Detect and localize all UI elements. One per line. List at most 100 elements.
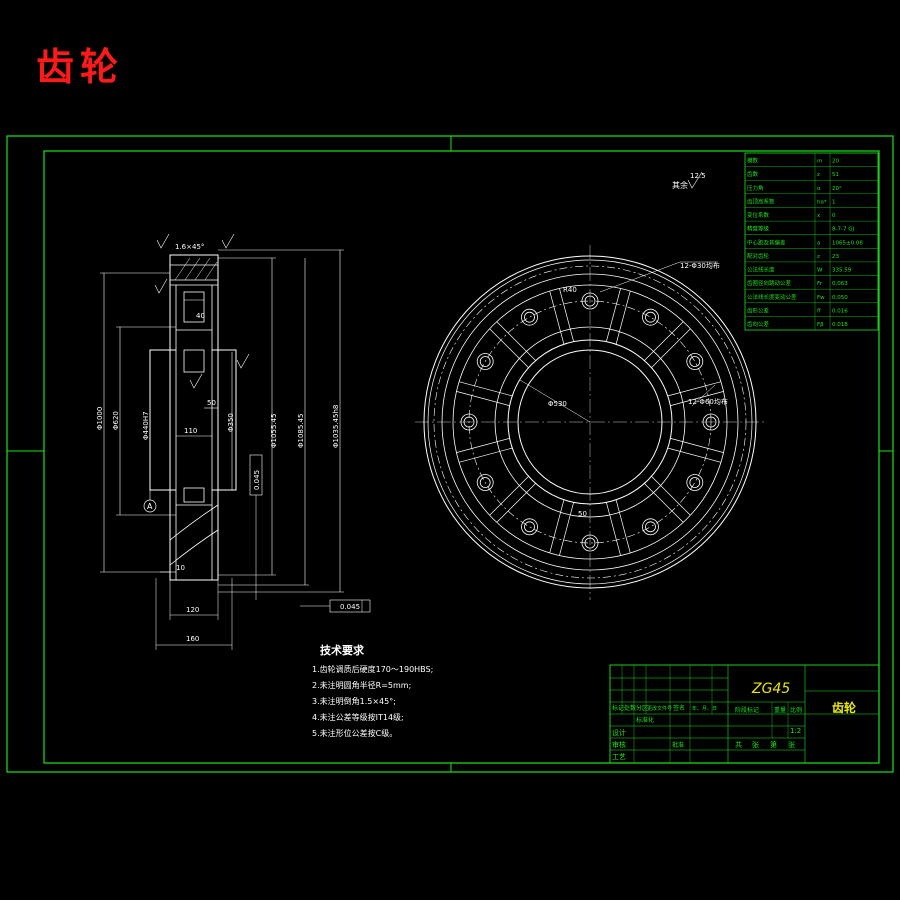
- bolt-hole: [642, 308, 659, 326]
- hdr-date: 年、月、日: [692, 705, 717, 712]
- sheet-3: 第: [770, 740, 777, 749]
- spokes: [456, 288, 724, 556]
- dim-40: 40: [196, 312, 205, 320]
- material-label: ZG45: [751, 681, 790, 697]
- spoke-edge: [549, 499, 565, 554]
- spoke-edge: [651, 476, 691, 516]
- param-cell: 压力角: [747, 184, 764, 192]
- bolt-hole: [524, 521, 535, 533]
- dim-d440: Φ440H7: [142, 411, 150, 440]
- bolt-hole: [689, 477, 701, 488]
- param-cell: 齿数: [747, 170, 759, 178]
- dim-front-50: 50: [578, 510, 587, 518]
- dim-160: 160: [186, 635, 199, 643]
- spoke-edge: [559, 288, 574, 342]
- holes-note-1: 12-Φ30均布: [680, 261, 720, 270]
- bolt-hole: [686, 353, 704, 370]
- stage-label: 阶段标记: [735, 706, 759, 714]
- param-cell: 1065±0.08: [832, 240, 863, 246]
- tol-2: 0.045: [340, 603, 360, 611]
- param-cell: 0.050: [832, 295, 848, 301]
- scale-label: 比例: [790, 706, 802, 714]
- param-cell: 变位系数: [747, 211, 770, 219]
- section-view: A 0.045 0.045 1.6×45° Φ1000 Φ620 Φ440H7 …: [96, 233, 371, 650]
- bolt-hole: [521, 308, 538, 326]
- spoke-edge: [606, 288, 621, 342]
- dim-50: 50: [207, 399, 216, 407]
- dim-120: 120: [186, 606, 199, 614]
- param-cell: 0.018: [832, 322, 848, 328]
- row-process: 工艺: [612, 753, 626, 761]
- dim-d1085: Φ1085.45: [297, 414, 305, 448]
- roughness-value: 12.5: [690, 172, 706, 180]
- bolt-hole: [686, 474, 704, 491]
- bolt-hole: [689, 356, 701, 367]
- spoke-edge: [496, 483, 536, 523]
- param-cell: Fr: [817, 281, 823, 287]
- sheet-2: 张: [752, 740, 759, 749]
- rest-label: 其余: [672, 180, 688, 190]
- param-cell: 0: [832, 213, 836, 219]
- param-cell: 335.59: [832, 268, 852, 274]
- spoke-edge: [559, 502, 574, 556]
- bolt-hole: [645, 521, 656, 533]
- tol-1: 0.045: [253, 470, 261, 490]
- spoke-edge: [458, 447, 513, 463]
- spoke-edge: [489, 328, 529, 368]
- bolt-hole: [645, 311, 656, 323]
- dim-d350: Φ350: [227, 413, 235, 432]
- spoke-edge: [667, 381, 722, 397]
- param-cell: 1: [832, 200, 836, 206]
- spoke-edge: [458, 381, 513, 397]
- hdr-file: 更改文件号: [647, 705, 672, 712]
- param-cell: α: [817, 186, 821, 192]
- spoke-edge: [651, 328, 691, 368]
- param-cell: 公法线长度变动公差: [747, 293, 797, 301]
- param-cell: 20°: [832, 186, 842, 192]
- tech-item-3: 3.未注明倒角1.5×45°;: [312, 696, 396, 706]
- hdr-mark: 标记: [612, 704, 624, 712]
- tech-item-4: 4.未注公差等级按IT14级;: [312, 712, 404, 722]
- spoke-edge: [644, 321, 684, 361]
- bolt-hole: [521, 518, 538, 536]
- param-cell: 模数: [747, 157, 759, 165]
- tech-item-2: 2.未注明圆角半径R=5mm;: [312, 680, 411, 690]
- param-cell: z: [817, 172, 820, 178]
- bolt-hole: [476, 474, 494, 491]
- row-check: 审核: [612, 740, 626, 749]
- param-cell: m: [817, 159, 822, 165]
- param-cell: 51: [832, 172, 839, 178]
- param-cell: x: [817, 213, 821, 219]
- bolt-hole: [524, 311, 535, 323]
- holes-note-2: 12-Φ60均布: [688, 397, 728, 406]
- spoke-edge: [496, 321, 536, 361]
- outer-frame: [6, 135, 894, 773]
- inner-frame: [43, 150, 880, 764]
- param-cell: 中心距及其偏差: [747, 238, 786, 246]
- spoke-edge: [670, 391, 724, 406]
- scale-value: 1:2: [790, 727, 801, 735]
- dim-d1000: Φ1000: [96, 407, 104, 430]
- approve-label: 批准: [672, 741, 684, 749]
- row-design: 设计: [612, 728, 626, 737]
- spoke-edge: [606, 502, 621, 556]
- param-cell: 0.016: [832, 308, 848, 314]
- std-label: 标准化: [636, 716, 654, 724]
- spoke-edge: [615, 499, 631, 554]
- weight-label: 重量: [774, 706, 786, 714]
- part-name: 齿轮: [832, 700, 857, 715]
- page-title: 齿轮: [36, 44, 125, 89]
- spoke-edge: [644, 483, 684, 523]
- param-cell: 0.063: [832, 281, 848, 287]
- param-cell: Fw: [817, 295, 825, 301]
- dim-d1055: Φ1055.45: [270, 414, 278, 448]
- param-cell: 精度等级: [747, 225, 770, 233]
- param-cell: 配对齿轮: [747, 252, 770, 260]
- tech-heading: 技术要求: [320, 643, 365, 657]
- datum-label: A: [147, 502, 153, 511]
- dim-10: 10: [176, 564, 185, 572]
- hdr-zone: 分区: [636, 704, 648, 712]
- param-cell: 8-7-7 GJ: [832, 227, 854, 233]
- param-cell: ff: [817, 308, 821, 314]
